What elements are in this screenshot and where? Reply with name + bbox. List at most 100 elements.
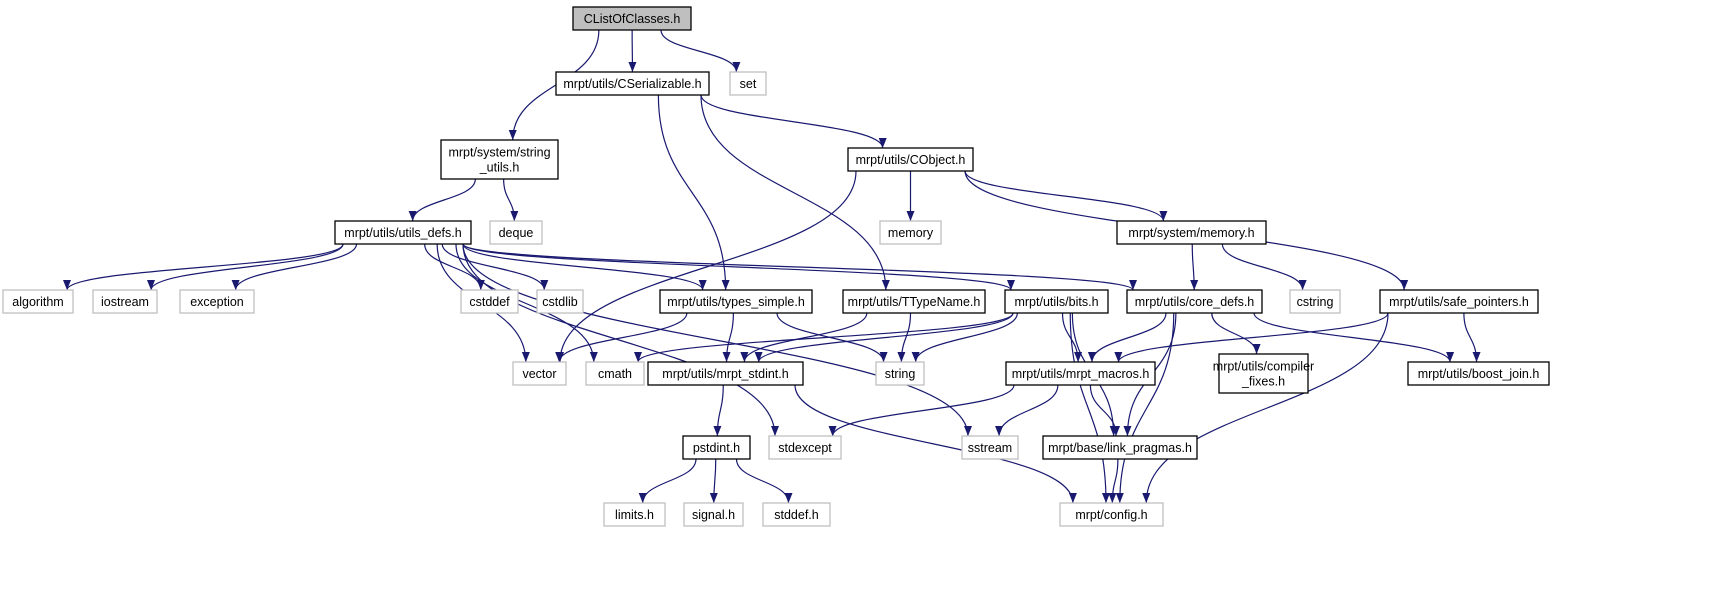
- node-cserializable[interactable]: mrpt/utils/CSerializable.h: [555, 71, 710, 96]
- node-box: [647, 361, 804, 386]
- node-algorithm[interactable]: algorithm: [2, 289, 74, 314]
- node-deque[interactable]: deque: [489, 220, 543, 245]
- node-stddef[interactable]: stddef.h: [762, 502, 831, 527]
- node-label: mrpt/utils/bits.h: [1014, 295, 1098, 309]
- node-iostream[interactable]: iostream: [92, 289, 158, 314]
- edge-pstdint-to-stddef: [735, 458, 793, 504]
- node-utils_defs[interactable]: mrpt/utils/utils_defs.h: [334, 220, 472, 245]
- edge-safe_pointers-to-mrpt_macros: [1114, 312, 1389, 363]
- node-label: string: [885, 367, 916, 381]
- edge-root-to-set: [660, 29, 741, 73]
- node-box: [2, 289, 74, 314]
- edge-mrpt_macros-to-link_pragmas: [1089, 384, 1121, 437]
- node-label: deque: [499, 226, 534, 240]
- node-core_defs[interactable]: mrpt/utils/core_defs.h: [1126, 289, 1263, 314]
- node-label: mrpt/utils/CObject.h: [856, 153, 966, 167]
- node-string[interactable]: string: [875, 361, 925, 386]
- node-box: [1116, 220, 1267, 245]
- node-pstdint[interactable]: pstdint.h: [682, 435, 751, 460]
- edge-ttypename-to-mrpt_stdint: [740, 312, 868, 363]
- node-limits[interactable]: limits.h: [603, 502, 666, 527]
- node-box: [762, 502, 831, 527]
- node-signal[interactable]: signal.h: [683, 502, 744, 527]
- node-box: [1126, 289, 1263, 314]
- node-label: algorithm: [12, 295, 63, 309]
- node-boost_join[interactable]: mrpt/utils/boost_join.h: [1407, 361, 1550, 386]
- edge-core_defs-to-config: [1115, 312, 1175, 504]
- node-label: limits.h: [615, 508, 654, 522]
- node-box: [572, 6, 692, 31]
- node-label: cstring: [1297, 295, 1334, 309]
- node-mrpt_stdint[interactable]: mrpt/utils/mrpt_stdint.h: [647, 361, 804, 386]
- node-cstring[interactable]: cstring: [1289, 289, 1341, 314]
- node-string_utils[interactable]: mrpt/system/string_utils.h: [440, 139, 559, 180]
- node-box: [729, 71, 767, 96]
- edge-mrpt_macros-to-sstream: [995, 384, 1059, 437]
- node-label: sstream: [968, 441, 1012, 455]
- node-box: [179, 289, 255, 314]
- node-cmath[interactable]: cmath: [585, 361, 645, 386]
- node-label: cstddef: [469, 295, 510, 309]
- edge-sys_memory-to-core_defs: [1190, 243, 1199, 291]
- node-set[interactable]: set: [729, 71, 767, 96]
- edge-bits-to-cmath: [634, 312, 1014, 363]
- edge-string_utils-to-deque: [503, 178, 519, 222]
- node-box: [585, 361, 645, 386]
- node-box: [1379, 289, 1539, 314]
- node-box: [536, 289, 584, 314]
- node-box: [1004, 289, 1109, 314]
- node-bits[interactable]: mrpt/utils/bits.h: [1004, 289, 1109, 314]
- edge-safe_pointers-to-config: [1142, 312, 1389, 504]
- node-box: [440, 139, 559, 180]
- node-label: mrpt/utils/utils_defs.h: [344, 226, 461, 240]
- node-mrpt_macros[interactable]: mrpt/utils/mrpt_macros.h: [1005, 361, 1156, 386]
- node-label: mrpt/utils/core_defs.h: [1135, 295, 1255, 309]
- node-config[interactable]: mrpt/config.h: [1059, 502, 1164, 527]
- edge-utils_defs-to-bits: [462, 243, 1015, 291]
- node-box: [1289, 289, 1341, 314]
- node-label: stddef.h: [774, 508, 819, 522]
- edge-mrpt_stdint-to-pstdint: [713, 384, 724, 437]
- edge-cobject-to-sys_memory: [964, 170, 1168, 222]
- edge-utils_defs-to-cmath: [455, 243, 598, 363]
- node-types_simple[interactable]: mrpt/utils/types_simple.h: [659, 289, 813, 314]
- edge-utils_defs-to-exception: [231, 243, 358, 291]
- edge-mrpt_macros-to-stdexcept: [828, 384, 1015, 437]
- node-label: exception: [190, 295, 244, 309]
- node-box: [659, 289, 813, 314]
- node-ttypename[interactable]: mrpt/utils/TTypeName.h: [842, 289, 986, 314]
- node-label: cstdlib: [542, 295, 577, 309]
- node-sys_memory[interactable]: mrpt/system/memory.h: [1116, 220, 1267, 245]
- node-vector[interactable]: vector: [512, 361, 567, 386]
- node-label: mrpt/system/memory.h: [1128, 226, 1254, 240]
- node-cobject[interactable]: mrpt/utils/CObject.h: [847, 147, 974, 172]
- node-safe_pointers[interactable]: mrpt/utils/safe_pointers.h: [1379, 289, 1539, 314]
- edge-utils_defs-to-cstddef: [424, 243, 485, 291]
- node-compiler_fixes[interactable]: mrpt/utils/compiler_fixes.h: [1213, 353, 1314, 394]
- node-label: mrpt/utils/compiler: [1213, 359, 1314, 373]
- edge-pstdint-to-limits: [638, 458, 697, 504]
- node-box: [961, 435, 1019, 460]
- node-label: _utils.h: [479, 160, 520, 174]
- node-cstddef[interactable]: cstddef: [460, 289, 519, 314]
- node-box: [92, 289, 158, 314]
- node-box: [460, 289, 519, 314]
- node-sstream[interactable]: sstream: [961, 435, 1019, 460]
- node-stdexcept[interactable]: stdexcept: [768, 435, 842, 460]
- node-box: [1059, 502, 1164, 527]
- edge-string_utils-to-utils_defs: [408, 178, 476, 222]
- edge-mrpt_stdint-to-config: [794, 384, 1077, 504]
- node-exception[interactable]: exception: [179, 289, 255, 314]
- edges-layer: [63, 29, 1481, 504]
- edge-utils_defs-to-types_simple: [462, 243, 707, 291]
- edge-sys_memory-to-cstring: [1221, 243, 1307, 291]
- node-box: [1005, 361, 1156, 386]
- node-root[interactable]: CListOfClasses.h: [572, 6, 692, 31]
- node-box: [847, 147, 974, 172]
- node-label: mrpt/utils/types_simple.h: [667, 295, 805, 309]
- node-link_pragmas[interactable]: mrpt/base/link_pragmas.h: [1042, 435, 1198, 460]
- node-cstdlib[interactable]: cstdlib: [536, 289, 584, 314]
- edge-core_defs-to-mrpt_macros: [1087, 312, 1167, 363]
- node-memory[interactable]: memory: [879, 220, 942, 245]
